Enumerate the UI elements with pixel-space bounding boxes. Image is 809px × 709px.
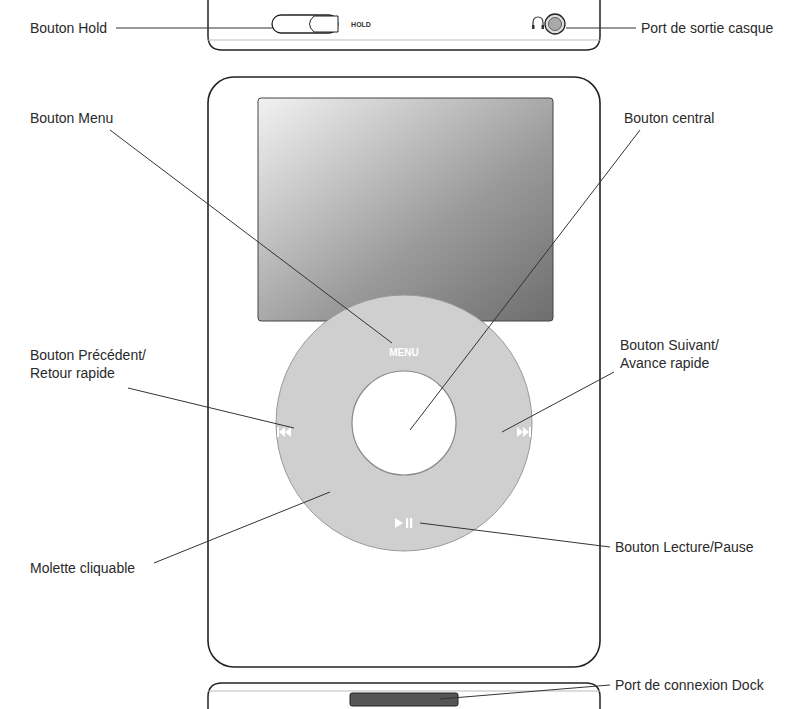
top-view — [208, 0, 600, 50]
device-marking: HOLD — [351, 21, 371, 28]
device-marking: MENU — [389, 347, 418, 358]
leader-line — [440, 685, 610, 699]
leader-line — [128, 388, 294, 428]
leader-lines — [110, 28, 640, 699]
screen — [258, 98, 553, 321]
leader-line — [420, 523, 610, 547]
headphone-jack — [545, 14, 565, 34]
bottom-view — [208, 683, 600, 709]
leader-line — [110, 130, 392, 343]
part-label: Bouton central — [624, 109, 784, 127]
front-view — [208, 77, 600, 667]
part-label: Bouton Précédent/ Retour rapide — [30, 346, 162, 382]
leader-line — [154, 492, 330, 563]
play-pause-icon — [395, 518, 412, 528]
click-wheel — [276, 295, 532, 551]
leader-line — [502, 372, 614, 432]
leader-line — [116, 28, 272, 29]
previous-icon — [277, 427, 291, 437]
dock-port — [350, 693, 458, 706]
part-label: Bouton Suivant/ Avance rapide — [620, 336, 744, 372]
part-label: Bouton Lecture/Pause — [615, 538, 795, 556]
part-label: Port de connexion Dock — [615, 676, 800, 694]
leader-line — [410, 130, 640, 430]
hold-switch — [272, 15, 338, 33]
headphone-icon — [533, 17, 543, 28]
part-label: Bouton Menu — [30, 109, 170, 127]
part-label: Molette cliquable — [30, 559, 190, 577]
leader-line — [566, 28, 636, 29]
next-icon — [517, 427, 531, 437]
center-button — [352, 371, 456, 475]
part-label: Port de sortie casque — [641, 19, 806, 37]
part-label: Bouton Hold — [30, 19, 170, 37]
